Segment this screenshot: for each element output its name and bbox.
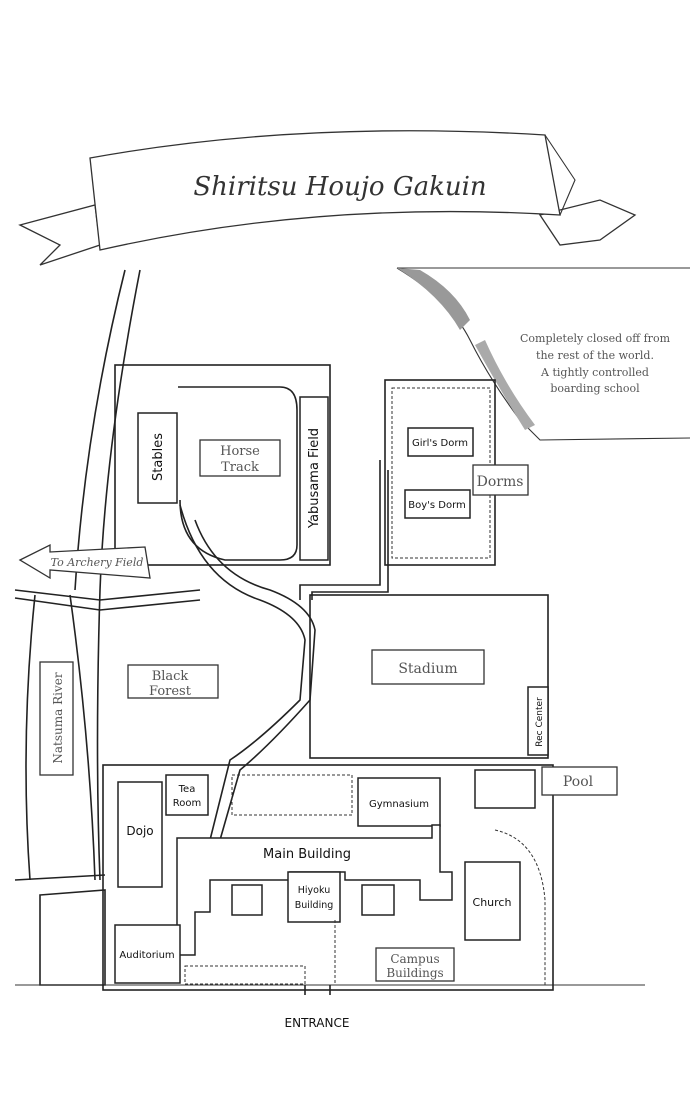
yabusama-label: Yabusama Field <box>307 428 322 529</box>
hiyoku-label: Hiyoku <box>298 885 330 896</box>
girls-dorm-label: Girl's Dorm <box>412 438 468 449</box>
stables-building <box>137 412 178 504</box>
wing <box>231 884 263 916</box>
archery-road <box>14 589 201 611</box>
natsuma-river-sign: Natsuma River <box>39 661 74 776</box>
svg-text:Stadium: Stadium <box>398 661 457 677</box>
dojo-building <box>117 781 163 888</box>
tea-room-building <box>165 774 209 816</box>
campus-buildings-sign: Campus Buildings <box>375 947 455 982</box>
svg-text:Forest: Forest <box>149 684 192 699</box>
svg-text:Horse: Horse <box>220 444 260 459</box>
wing <box>361 884 395 916</box>
river-bank <box>25 594 36 881</box>
church-building <box>464 861 521 941</box>
svg-text:Campus: Campus <box>390 952 439 966</box>
note-line: Completely closed off from <box>520 332 671 345</box>
svg-text:Dorms: Dorms <box>477 474 524 490</box>
note-line: boarding school <box>550 382 640 395</box>
hiyoku-label: Building <box>295 900 334 911</box>
map-title: Shiritsu Houjo Gakuin <box>193 172 486 202</box>
entrance-label: ENTRANCE <box>285 1016 350 1030</box>
gate <box>304 985 331 995</box>
boys-dorm-building <box>404 489 471 519</box>
auditorium-building <box>114 924 181 984</box>
svg-text:Black: Black <box>152 669 189 684</box>
girls-dorm-building <box>407 427 474 457</box>
hedge <box>184 965 306 985</box>
main-building-label: Main Building <box>263 847 351 862</box>
note-paper: Completely closed off from the rest of t… <box>396 267 690 441</box>
rec-center-label: Rec Center <box>535 697 545 747</box>
road-edge <box>96 269 141 881</box>
pool <box>474 769 536 809</box>
black-forest-sign: Black Forest <box>127 664 219 699</box>
main-building <box>176 824 453 956</box>
hiyoku-building <box>287 871 341 923</box>
dorms-sign: Dorms <box>472 464 529 496</box>
note-line: the rest of the world. <box>536 349 654 362</box>
gymnasium-building <box>357 777 441 827</box>
title-banner: Shiritsu Houjo Gakuin <box>18 130 637 266</box>
stables-label: Stables <box>151 433 166 481</box>
gymnasium-label: Gymnasium <box>369 799 429 810</box>
stadium-area <box>309 594 549 759</box>
rec-center-building <box>527 686 549 756</box>
hedge <box>231 774 353 816</box>
school-compound <box>102 764 554 991</box>
hedge <box>334 829 546 985</box>
river-bank <box>69 594 96 881</box>
horse-compound <box>114 364 331 566</box>
path <box>299 460 389 600</box>
river-crossing <box>14 874 106 986</box>
svg-text:Buildings: Buildings <box>386 966 443 980</box>
church-label: Church <box>473 896 512 909</box>
boys-dorm-label: Boy's Dorm <box>408 500 466 511</box>
svg-text:To Archery Field: To Archery Field <box>51 556 144 569</box>
horse-track-sign: Horse Track <box>199 439 281 477</box>
note-line: A tightly controlled <box>540 366 649 379</box>
dojo-label: Dojo <box>126 824 153 838</box>
tea-room-label: Tea <box>178 784 196 795</box>
svg-text:Pool: Pool <box>563 774 594 790</box>
svg-text:Natsuma River: Natsuma River <box>51 672 65 763</box>
auditorium-label: Auditorium <box>119 950 174 961</box>
stadium-sign: Stadium <box>371 649 485 685</box>
svg-text:Track: Track <box>221 460 259 475</box>
archery-field-arrow-sign: To Archery Field <box>18 543 151 580</box>
pool-sign: Pool <box>541 766 618 796</box>
yabusama-field-area <box>299 396 329 561</box>
horse-track <box>178 386 298 561</box>
tea-room-label: Room <box>173 798 201 809</box>
path <box>179 504 316 841</box>
road-edge <box>74 269 126 591</box>
